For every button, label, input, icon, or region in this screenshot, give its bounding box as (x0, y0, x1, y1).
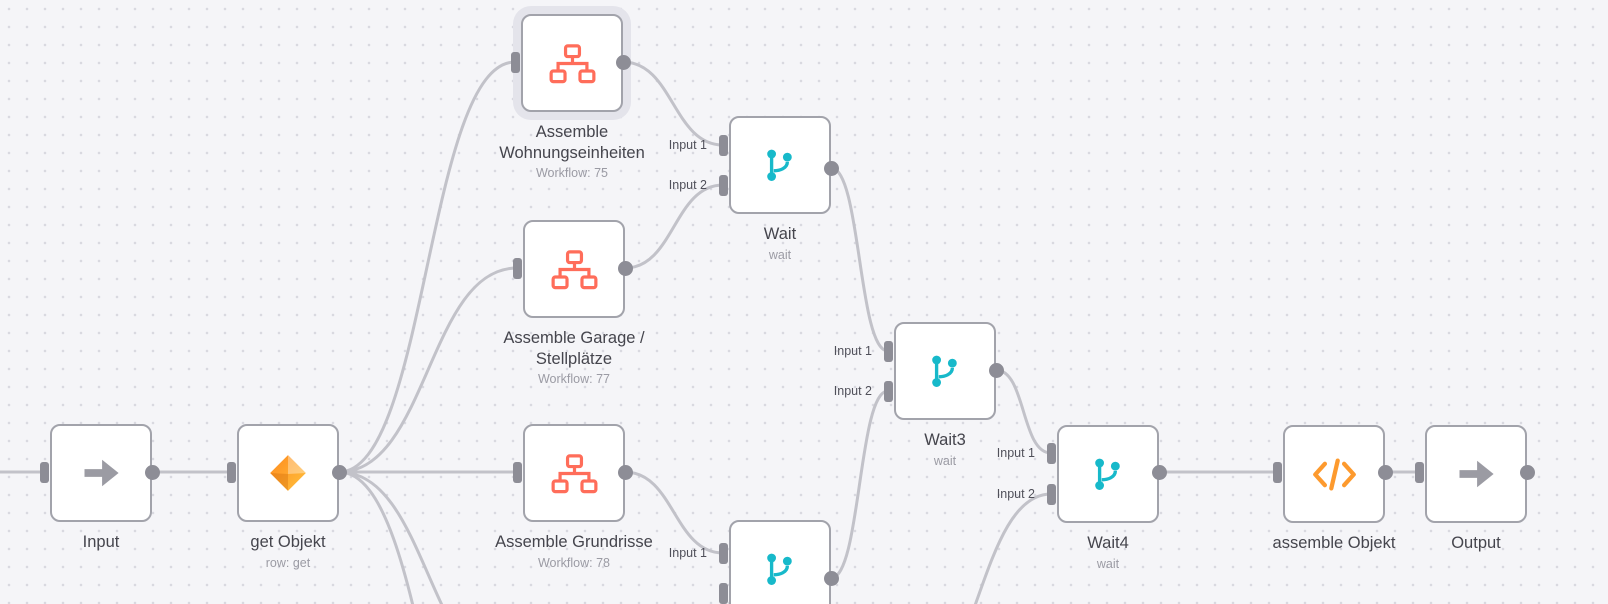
connection-edge-get-objekt-to-offscreen-bottom-2[interactable] (337, 470, 523, 604)
output-port-assemble-objekt[interactable] (1377, 464, 1393, 480)
node-title: Wait4 (1087, 534, 1129, 552)
connection-edge-assemble-wohnungseinheiten-to-wait[interactable] (621, 60, 725, 147)
connection-edge-assemble-grundrisse-to-merge-bottom-partial[interactable] (623, 470, 725, 555)
node-assemble-wohnungseinheiten[interactable] (521, 14, 623, 112)
input-port-label-merge-bottom-partial-1: Input 1 (668, 546, 707, 560)
node-title: Wait (763, 225, 797, 243)
node-assemble-garage-stellplaetze[interactable] (523, 220, 625, 318)
connection-edge-offscreen-bottom-to-wait4[interactable] (905, 492, 1053, 604)
input-port-input-1[interactable] (40, 461, 49, 483)
merge-icon (759, 144, 801, 186)
input-port-label-wait4-2: Input 2 (996, 487, 1035, 501)
node-label-input: Input (6, 532, 196, 553)
node-subtitle: wait (768, 247, 792, 262)
node-subtitle: wait (1096, 556, 1120, 571)
output-port-wait[interactable] (823, 160, 839, 176)
output-port-assemble-wohnungseinheiten[interactable] (615, 54, 631, 70)
node-assemble-objekt[interactable] (1283, 425, 1385, 523)
node-label-wait: Wait wait (685, 224, 875, 262)
output-port-wait3[interactable] (988, 362, 1004, 378)
node-wait[interactable] (729, 116, 831, 214)
output-port-wait4[interactable] (1151, 464, 1167, 480)
connection-edge-assemble-garage-stellplaetze-to-wait[interactable] (623, 183, 725, 270)
node-title: get Objekt (250, 533, 326, 551)
connection-edge-wait3-to-wait4[interactable] (994, 368, 1053, 455)
node-input[interactable] (50, 424, 152, 522)
input-port-assemble-wohnungseinheiten-1[interactable] (511, 51, 520, 73)
node-assemble-grundrisse[interactable] (523, 424, 625, 522)
output-port-merge-bottom-partial[interactable] (823, 570, 839, 586)
input-port-merge-bottom-partial-1[interactable] (719, 542, 728, 564)
node-wait3[interactable] (894, 322, 996, 420)
output-port-input[interactable] (144, 464, 160, 480)
input-port-label-wait3-2: Input 2 (833, 384, 872, 398)
node-label-output: Output (1381, 533, 1571, 554)
input-port-output-1[interactable] (1415, 461, 1424, 483)
connection-edge-merge-bottom-partial-to-wait3[interactable] (829, 389, 890, 580)
sitemap-icon (551, 453, 598, 494)
input-port-label-wait4-1: Input 1 (996, 446, 1035, 460)
merge-icon (924, 350, 966, 392)
node-title: Assemble Wohnungseinheiten (499, 123, 645, 162)
output-port-get-objekt[interactable] (331, 464, 347, 480)
input-port-assemble-objekt-1[interactable] (1273, 461, 1282, 483)
node-wait4[interactable] (1057, 425, 1159, 523)
node-subtitle: Workflow: 78 (537, 555, 610, 570)
merge-icon (1087, 453, 1129, 495)
arrow-right-icon (1454, 452, 1498, 496)
output-port-output[interactable] (1519, 464, 1535, 480)
connection-edge-get-objekt-to-offscreen-bottom-1[interactable] (337, 470, 517, 604)
seatable-icon (267, 452, 309, 494)
input-port-get-objekt-1[interactable] (227, 461, 236, 483)
input-port-merge-bottom-partial-2[interactable] (719, 582, 728, 604)
node-get-objekt[interactable] (237, 424, 339, 522)
input-port-assemble-grundrisse-1[interactable] (513, 461, 522, 483)
output-port-assemble-garage-stellplaetze[interactable] (617, 260, 633, 276)
input-port-label-wait3-1: Input 1 (833, 344, 872, 358)
node-label-wait4: Wait4 wait (1013, 533, 1203, 571)
code-icon (1311, 455, 1358, 494)
node-title: Assemble Garage / Stellplätze (503, 329, 645, 368)
node-label-assemble-objekt: assemble Objekt (1239, 533, 1429, 554)
connection-edge-get-objekt-to-assemble-wohnungseinheiten[interactable] (337, 60, 517, 474)
sitemap-icon (551, 249, 598, 290)
input-port-label-wait-1: Input 1 (668, 138, 707, 152)
node-title: Output (1451, 534, 1501, 552)
node-subtitle: Workflow: 75 (535, 166, 608, 181)
node-title: Input (82, 533, 120, 551)
node-subtitle: wait (933, 453, 957, 468)
node-label-wait3: Wait3 wait (850, 430, 1040, 468)
node-subtitle: row: get (265, 555, 311, 570)
connection-edge-wait-to-wait3[interactable] (829, 166, 890, 353)
input-port-wait3-1[interactable] (884, 340, 893, 362)
node-title: Wait3 (924, 431, 966, 449)
node-subtitle: Workflow: 77 (537, 372, 610, 387)
node-title: assemble Objekt (1272, 534, 1396, 552)
node-merge-bottom-partial[interactable] (729, 520, 831, 604)
output-port-assemble-grundrisse[interactable] (617, 464, 633, 480)
connection-edge-get-objekt-to-assemble-garage-stellplaetze[interactable] (337, 266, 519, 474)
input-port-wait4-2[interactable] (1047, 483, 1056, 505)
arrow-right-icon (79, 451, 123, 495)
node-output[interactable] (1425, 425, 1527, 523)
input-port-wait4-1[interactable] (1047, 442, 1056, 464)
sitemap-icon (549, 43, 596, 84)
input-port-label-wait-2: Input 2 (668, 178, 707, 192)
input-port-assemble-garage-stellplaetze-1[interactable] (513, 257, 522, 279)
input-port-wait3-2[interactable] (884, 380, 893, 402)
merge-icon (759, 548, 801, 590)
input-port-wait-1[interactable] (719, 134, 728, 156)
node-label-get-objekt: get Objekt row: get (193, 532, 383, 570)
node-title: Assemble Grundrisse (495, 533, 653, 551)
input-port-wait-2[interactable] (719, 174, 728, 196)
